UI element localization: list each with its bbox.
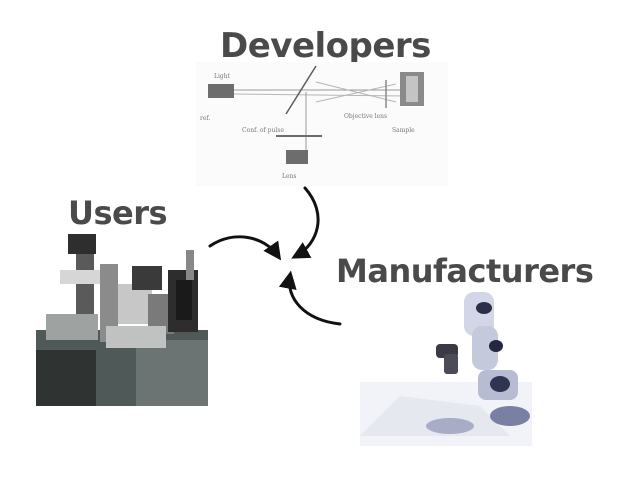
annotation-source: Light [214,73,231,80]
beam-splitter-icon [285,65,317,115]
annotation-path: Objective lens [344,113,387,120]
annotation-ref: ref. [200,115,210,122]
robotic-arm-icon [360,292,532,446]
arrow-manufacturers-to-center [278,270,342,326]
sample-stage-icon [286,150,308,164]
annotation-splitter: Conf. of pulse [242,127,284,134]
manufacturers-label: Manufacturers [336,252,594,290]
optical-schematic-icon: Light ref. Conf. of pulse Objective lens… [196,62,448,186]
annotation-bottom: Lens [282,173,296,180]
developers-label: Developers [220,26,431,66]
arrow-users-to-center [208,235,282,261]
arrow-developers-to-center [291,186,320,259]
cycle-arrows-icon [208,186,342,326]
users-label: Users [68,194,168,232]
light-source-icon [208,84,234,98]
annotation-sample: Sample [392,127,415,134]
microscope-setup-icon [36,234,208,406]
